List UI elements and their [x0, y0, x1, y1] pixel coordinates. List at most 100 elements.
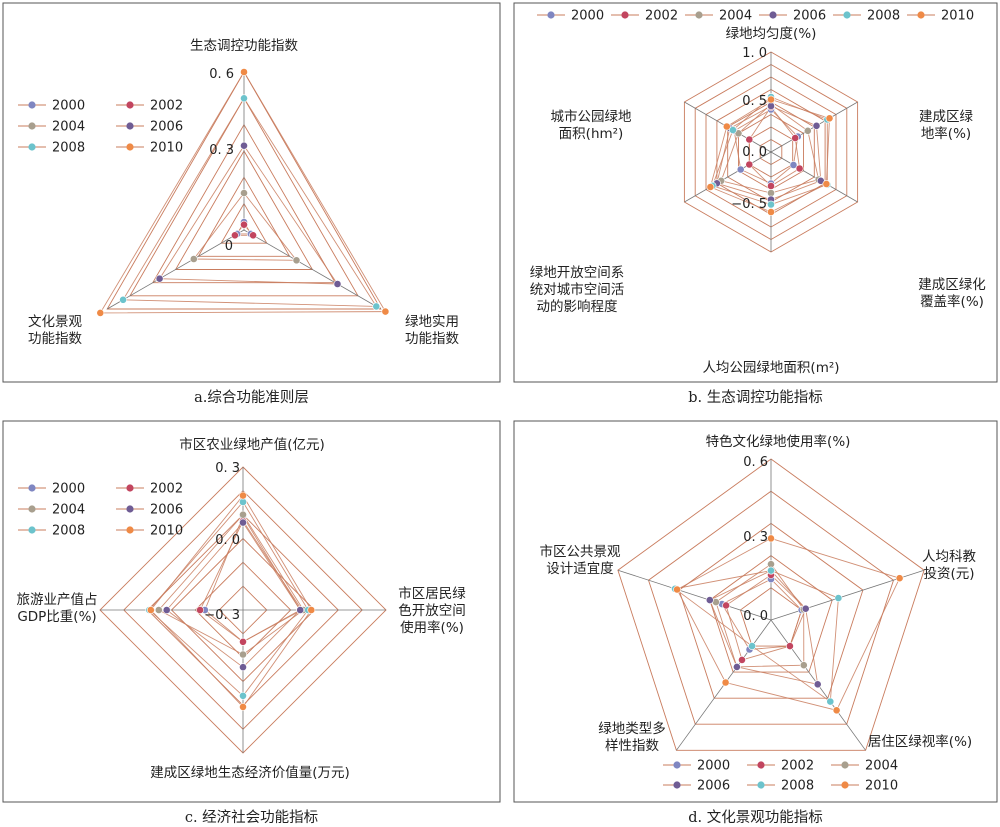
- data-point-2010: [381, 307, 390, 316]
- data-point-2006: [162, 606, 171, 614]
- data-point-2002: [745, 160, 754, 169]
- axis-spoke: [684, 151, 772, 203]
- data-point-2008: [240, 94, 248, 103]
- data-point-2002: [795, 164, 804, 173]
- data-point-2008: [119, 295, 127, 304]
- data-point-2010: [825, 114, 834, 123]
- legend-label: 2000: [52, 482, 85, 497]
- series-line-2008: [673, 570, 839, 703]
- grid-ring: [709, 555, 833, 673]
- data-point-2002: [745, 135, 754, 144]
- data-point-2006: [705, 596, 714, 604]
- axis-label: 绿地实用功能指数: [405, 314, 459, 347]
- data-point-2010: [722, 122, 731, 131]
- axis-label: 居住区绿视率(%): [868, 733, 972, 750]
- legend-label: 2006: [150, 120, 183, 135]
- axis-label: 绿地均匀度(%): [726, 26, 817, 42]
- legend-label: 2010: [941, 9, 974, 24]
- legend-marker: [126, 101, 134, 109]
- legend-label: 2002: [645, 9, 678, 24]
- panel-caption: c. 经济社会功能指标: [185, 809, 318, 826]
- legend-marker: [769, 11, 777, 19]
- legend-marker: [28, 526, 36, 534]
- tick-label: 0. 0: [215, 533, 240, 548]
- data-point-2002: [196, 606, 204, 614]
- data-point-2006: [239, 518, 247, 527]
- legend-marker: [126, 484, 134, 492]
- axis-spoke: [770, 151, 858, 203]
- data-point-2008: [826, 697, 835, 706]
- data-point-2010: [673, 585, 681, 594]
- data-point-2010: [239, 491, 247, 500]
- data-point-2002: [791, 134, 800, 142]
- legend-label: 2000: [571, 9, 604, 24]
- series-line-2008: [122, 97, 378, 307]
- axis-label: 建成区绿地生态经济价值量(万元): [150, 765, 350, 781]
- data-point-2004: [803, 126, 812, 135]
- legend-marker: [841, 761, 849, 769]
- data-point-2010: [767, 208, 775, 216]
- panel-frame: [2, 2, 501, 383]
- tick-label: −0. 3: [204, 608, 240, 623]
- data-point-2002: [786, 642, 794, 650]
- panel-caption: d. 文化景观功能指标: [688, 809, 823, 826]
- data-point-2008: [748, 642, 756, 650]
- data-point-2006: [155, 274, 164, 283]
- grid-ring: [220, 202, 268, 244]
- legend-marker: [841, 781, 849, 789]
- tick-label: 0. 5: [742, 94, 767, 109]
- data-point-2006: [813, 680, 822, 689]
- data-point-2006: [812, 121, 821, 130]
- axis-label: 绿地类型多样性指数: [598, 720, 666, 754]
- data-point-2010: [767, 95, 775, 104]
- axis-label: 特色文化绿地使用率(%): [706, 433, 851, 450]
- tick-label: 0. 3: [215, 461, 240, 476]
- data-point-2002: [239, 637, 247, 646]
- legend-marker: [126, 122, 134, 130]
- legend-label: 2010: [865, 779, 898, 794]
- series-line-2004: [720, 103, 820, 194]
- legend-label: 2000: [697, 759, 730, 774]
- tick-label: 0. 0: [742, 145, 767, 160]
- axis-label: 人均科教投资(元): [922, 549, 976, 582]
- grid-ring: [152, 123, 336, 284]
- legend-marker: [843, 11, 851, 19]
- legend-label: 2002: [150, 99, 183, 114]
- legend-marker: [917, 11, 925, 19]
- legend-label: 2004: [865, 759, 898, 774]
- legend-marker: [547, 11, 555, 19]
- data-point-2008: [767, 200, 775, 209]
- grid-ring: [647, 490, 895, 725]
- data-point-2008: [729, 126, 737, 134]
- data-point-2004: [154, 606, 163, 614]
- axis-spoke: [106, 229, 245, 310]
- data-point-2002: [230, 231, 239, 240]
- tick-label: −0. 5: [731, 197, 767, 212]
- tick-label: 0. 6: [743, 455, 768, 470]
- data-point-2004: [292, 256, 301, 265]
- legend-label: 2002: [150, 482, 183, 497]
- data-point-2010: [239, 703, 247, 711]
- data-point-2010: [822, 180, 831, 188]
- legend-marker: [28, 143, 36, 151]
- legend-label: 2004: [52, 503, 85, 518]
- legend-marker: [28, 101, 36, 109]
- legend-label: 2002: [781, 759, 814, 774]
- grid-ring: [174, 150, 314, 270]
- grid-ring: [617, 458, 925, 751]
- legend-marker: [28, 505, 36, 513]
- legend-marker: [673, 781, 681, 789]
- data-point-2006: [801, 604, 810, 613]
- axis-label: 生态调控功能指数: [190, 38, 298, 54]
- axis-label: 市区居民绿色开放空间使用率(%): [398, 585, 466, 636]
- legend-label: 2008: [867, 9, 900, 24]
- tick-label: 0. 0: [743, 609, 768, 624]
- data-point-2000: [736, 165, 745, 174]
- panel-caption: b. 生态调控功能指标: [688, 389, 823, 406]
- data-point-2008: [834, 594, 843, 602]
- data-point-2010: [146, 606, 155, 614]
- data-point-2002: [249, 231, 257, 240]
- legend-marker: [126, 526, 134, 534]
- panel-frame: [513, 2, 998, 383]
